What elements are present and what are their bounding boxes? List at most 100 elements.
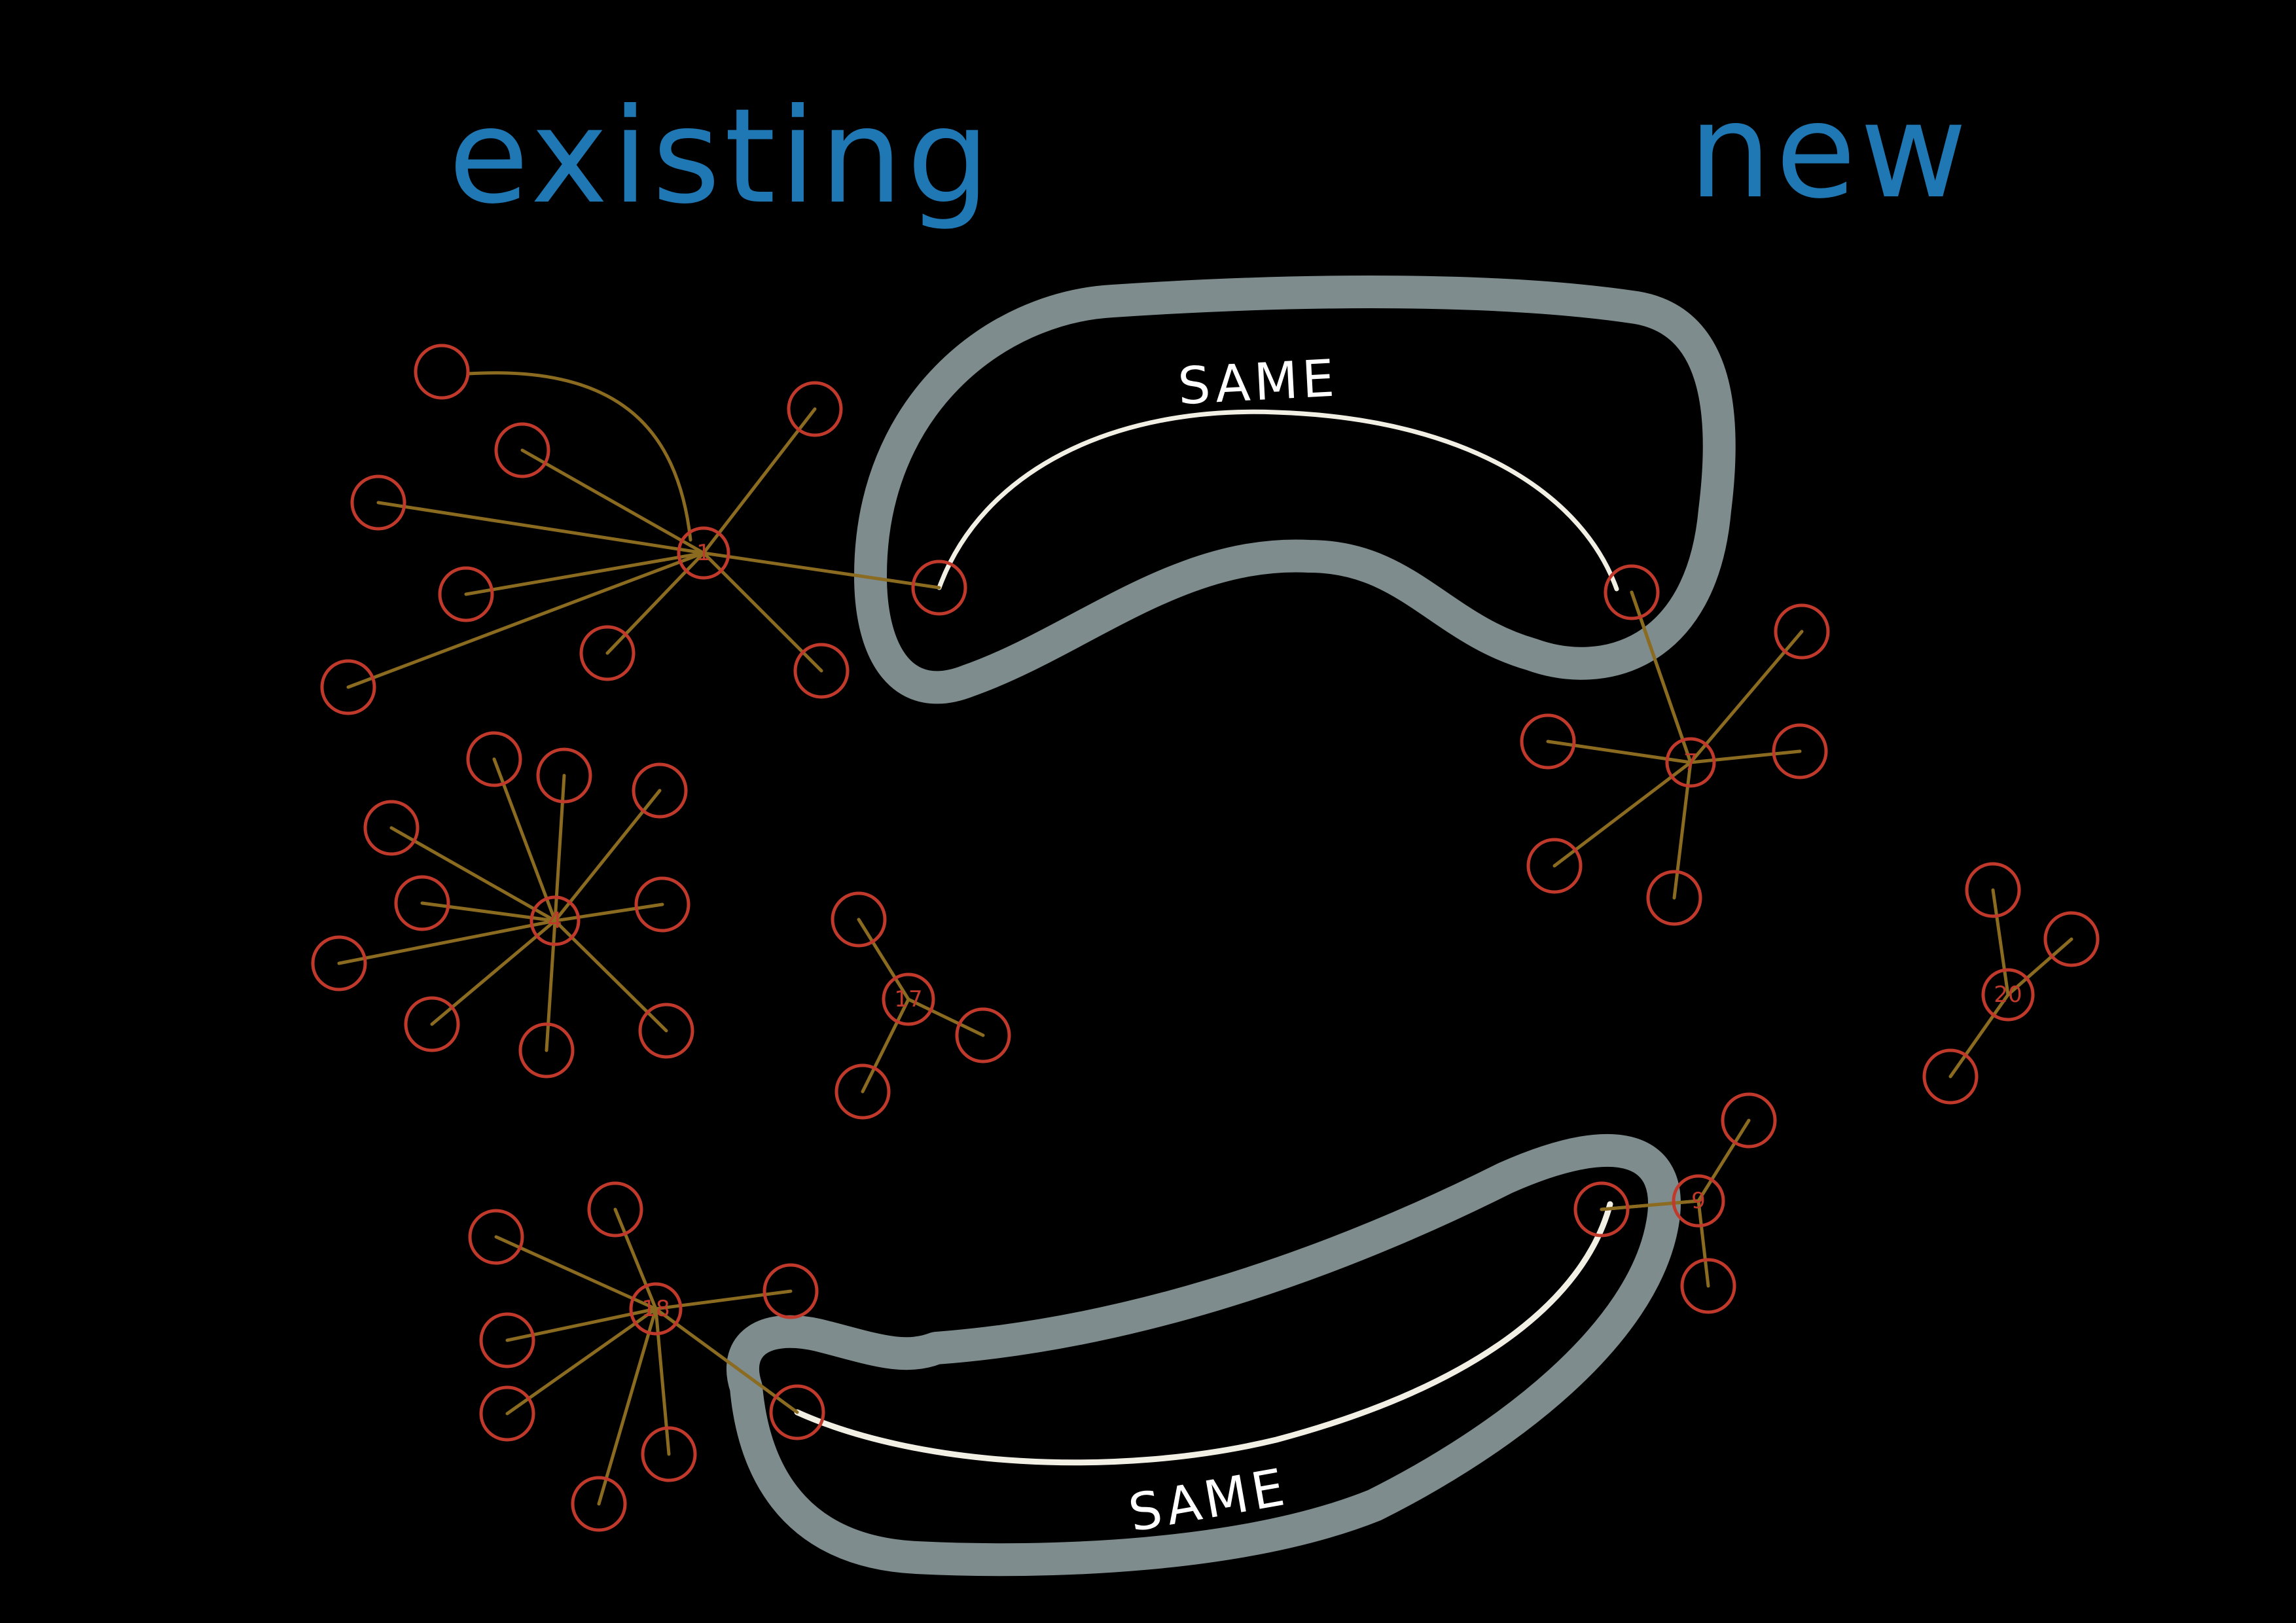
hub-label-4: 4 bbox=[548, 908, 562, 934]
hub-label-18: 18 bbox=[641, 1296, 670, 1322]
hub-1-edge bbox=[702, 407, 817, 555]
hub-4-leaf-node bbox=[466, 731, 522, 787]
hub-label-9: 9 bbox=[1691, 1188, 1706, 1214]
same-grouping-band-top bbox=[854, 276, 1736, 704]
hub-1-leaf-node bbox=[911, 560, 967, 616]
hub-9-leaf-node bbox=[1680, 1258, 1736, 1314]
hub-20-edge bbox=[1991, 888, 2010, 997]
hub-7-edge bbox=[1689, 630, 1804, 764]
hub-4-edge bbox=[553, 789, 662, 923]
correspondence-line-top bbox=[937, 409, 1619, 592]
hub-7-edge bbox=[1552, 760, 1693, 868]
cross-edge bbox=[1600, 1199, 1700, 1211]
hub-1-edge bbox=[466, 371, 692, 542]
hub-4-leaf-node bbox=[363, 800, 420, 856]
hub-9-leaf-node bbox=[1721, 1092, 1777, 1149]
hub-17-leaf-node bbox=[831, 891, 887, 948]
hub-7-node bbox=[1665, 737, 1716, 788]
hub-20-edge bbox=[2006, 937, 2073, 997]
hub-18-edge bbox=[505, 1307, 658, 1416]
hub-18-leaf-node bbox=[762, 1263, 819, 1319]
hub-4-node bbox=[529, 895, 581, 946]
hub-4-edge bbox=[492, 757, 557, 923]
hub-9-edge bbox=[1696, 1199, 1710, 1288]
hub-label-1: 1 bbox=[696, 540, 711, 566]
hub-4-leaf-node bbox=[634, 876, 691, 933]
hub-1-leaf-node bbox=[793, 643, 850, 699]
hub-4-edge bbox=[545, 919, 557, 1052]
hub-17-node bbox=[882, 972, 935, 1026]
hub-18-leaf-node bbox=[479, 1385, 535, 1442]
hub-1-leaf-node bbox=[494, 422, 550, 478]
hub-1-leaf-node bbox=[787, 381, 843, 437]
hub-label-group: 1 4 17 7 20 18 9 bbox=[548, 540, 2022, 1322]
correspondence-line-bottom bbox=[794, 1201, 1613, 1466]
cross-edge bbox=[1630, 590, 1693, 764]
hub-1-edge bbox=[464, 551, 706, 596]
hub-18-edge bbox=[597, 1307, 658, 1506]
same-grouping-band-bottom bbox=[726, 1133, 1681, 1577]
hub-4-leaf-node bbox=[536, 747, 592, 804]
hub-4-leaf-node bbox=[632, 762, 688, 819]
hub-18-node bbox=[629, 1282, 683, 1336]
hub-18-edge bbox=[654, 1307, 799, 1414]
hub-17-leaf-node bbox=[834, 1063, 891, 1120]
hub-1-leaf-node bbox=[414, 344, 470, 400]
hub-18-edge bbox=[613, 1207, 658, 1311]
hub-9-leaf-node bbox=[1573, 1181, 1630, 1238]
hub-1-edge bbox=[346, 551, 706, 689]
hub-label-7: 7 bbox=[1683, 749, 1698, 776]
hub-18-leaf-node bbox=[587, 1181, 643, 1238]
hub-1-node bbox=[677, 526, 730, 580]
hub-18-edge bbox=[494, 1235, 658, 1311]
hub-18-leaf-node bbox=[571, 1476, 627, 1532]
hub-4-leaf-node bbox=[311, 935, 367, 991]
hub-7-leaf-node bbox=[1774, 603, 1830, 660]
hub-7-leaf-node bbox=[1772, 723, 1828, 779]
hub-7-leaf-node bbox=[1526, 838, 1583, 894]
hub-7-leaf-node bbox=[1520, 713, 1576, 770]
hub-18-leaf-node bbox=[479, 1312, 535, 1368]
hub-1-edge bbox=[702, 551, 941, 590]
hub-label-20: 20 bbox=[1994, 982, 2022, 1008]
hub-20-leaf-node bbox=[1922, 1048, 1979, 1105]
hub-7-edge bbox=[1689, 749, 1802, 764]
hub-4-edge bbox=[389, 826, 557, 923]
node-group bbox=[311, 344, 2100, 1532]
hub-4-leaf-node bbox=[394, 875, 450, 931]
hub-4-leaf-node bbox=[638, 1003, 694, 1059]
edge-group bbox=[337, 371, 2073, 1506]
hub-4-edge bbox=[337, 919, 557, 965]
hub-20-leaf-node bbox=[2043, 911, 2100, 967]
hub-17-edge bbox=[857, 918, 910, 1001]
hub-20-node bbox=[1981, 968, 2035, 1022]
hub-17-edge bbox=[906, 997, 985, 1037]
hub-7-leaf-node bbox=[1604, 564, 1660, 620]
hub-17-edge bbox=[861, 997, 910, 1094]
hub-4-leaf-node bbox=[404, 996, 460, 1052]
hub-1-edge bbox=[376, 501, 706, 555]
hub-7-leaf-node bbox=[1646, 870, 1702, 926]
hub-18-leaf-node bbox=[468, 1209, 524, 1265]
same-label-top: SAME bbox=[1177, 349, 1340, 416]
hub-9-edge bbox=[1696, 1118, 1751, 1203]
hub-4-leaf-node bbox=[518, 1022, 575, 1079]
heading-new: new bbox=[1689, 75, 1971, 228]
hub-20-edge bbox=[1948, 993, 2010, 1079]
hub-label-17: 17 bbox=[894, 986, 922, 1012]
hub-9-node bbox=[1672, 1174, 1725, 1228]
hub-18-leaf-node bbox=[641, 1426, 697, 1482]
hub-1-leaf-node bbox=[438, 566, 494, 622]
hub-1-edge bbox=[605, 551, 706, 655]
hub-4-edge bbox=[553, 902, 664, 923]
hub-17-leaf-node bbox=[955, 1007, 1011, 1063]
hub-18-leaf-node bbox=[769, 1384, 825, 1440]
hub-1-edge bbox=[520, 448, 706, 555]
heading-existing: existing bbox=[448, 80, 994, 233]
hub-1-leaf-node bbox=[350, 474, 406, 531]
hub-20-leaf-node bbox=[1965, 862, 2021, 918]
hub-1-leaf-node bbox=[320, 659, 376, 715]
hub-1-leaf-node bbox=[579, 625, 636, 681]
hub-18-edge bbox=[654, 1289, 793, 1311]
